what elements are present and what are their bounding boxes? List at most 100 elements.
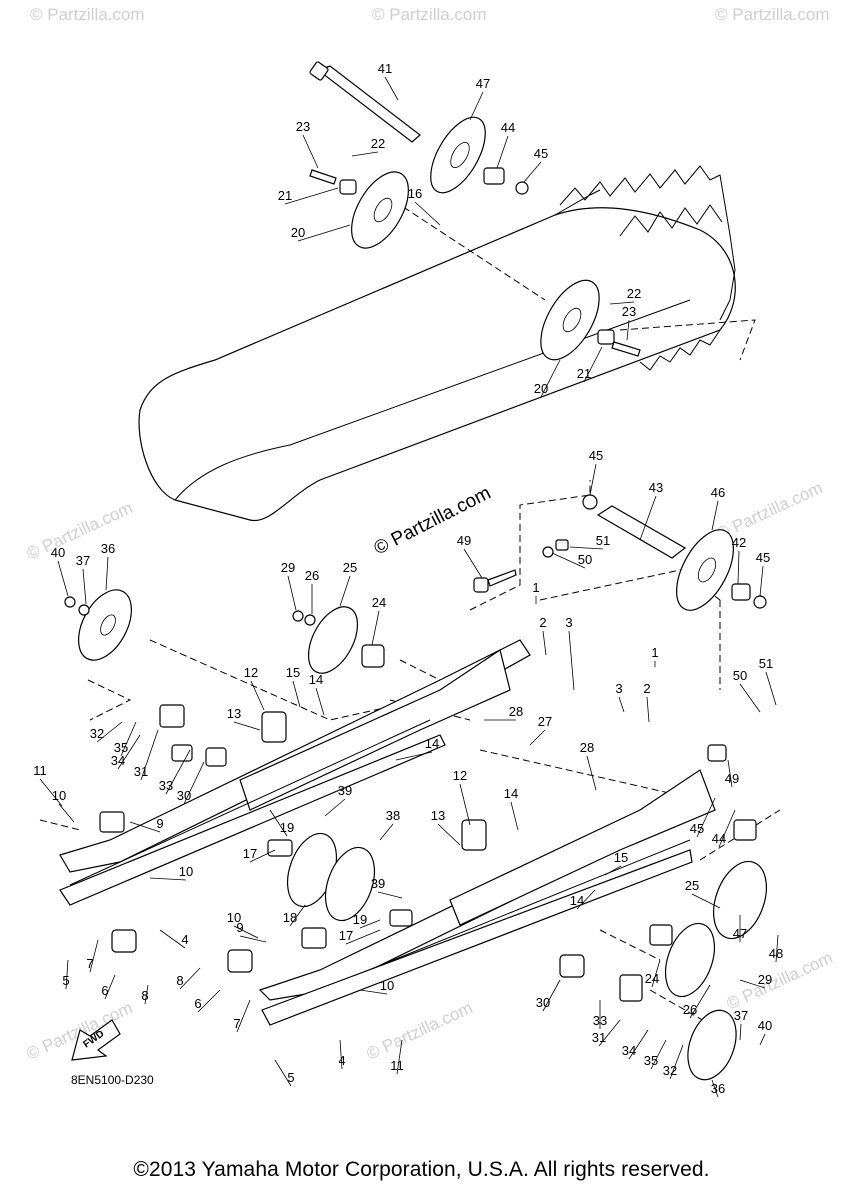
callout-label-49: 49 <box>725 771 739 786</box>
callout-leader <box>233 925 259 939</box>
callout-leader <box>236 999 251 1033</box>
callout-leader <box>583 346 603 383</box>
small-parts <box>64 589 767 1081</box>
callout-leader <box>759 1033 766 1046</box>
callout-leader <box>437 823 461 846</box>
callout-label-39: 39 <box>338 783 352 798</box>
callout-leader <box>598 1019 621 1047</box>
callout-label-12: 12 <box>453 768 467 783</box>
callout-leader <box>739 1023 742 1041</box>
callout-label-29: 29 <box>281 560 295 575</box>
callout-label-25: 25 <box>685 878 699 893</box>
callout-label-10: 10 <box>179 864 193 879</box>
callout-leader <box>604 865 622 876</box>
callout-label-10: 10 <box>52 788 66 803</box>
callout-leader <box>144 984 149 1005</box>
callout-label-8: 8 <box>176 973 183 988</box>
callout-leader <box>469 91 484 121</box>
callout-leader <box>339 575 351 607</box>
callout-label-46: 46 <box>711 485 725 500</box>
callout-leader <box>696 797 716 838</box>
callout-leader <box>639 495 657 541</box>
callout-label-45: 45 <box>690 821 704 836</box>
callout-label-11: 11 <box>390 1058 404 1073</box>
rear-axle-group <box>473 494 767 611</box>
callout-label-4: 4 <box>338 1053 345 1068</box>
callout-label-21: 21 <box>577 366 591 381</box>
callout-leader <box>529 729 546 746</box>
callout-leader <box>377 891 403 899</box>
callout-leader <box>197 989 221 1013</box>
callout-label-33: 33 <box>159 778 173 793</box>
callout-label-2: 2 <box>643 681 650 696</box>
callout-label-30: 30 <box>536 995 550 1010</box>
callout-leader <box>609 301 635 305</box>
callout-leader <box>463 548 483 579</box>
callout-leader <box>117 734 141 770</box>
callout-leader <box>292 680 301 708</box>
callout-leader <box>618 696 625 713</box>
callout-leader <box>711 500 719 531</box>
callout-label-12: 12 <box>244 665 258 680</box>
callout-label-23: 23 <box>622 304 636 319</box>
track-belt <box>138 165 736 522</box>
callout-leader <box>120 721 137 757</box>
callout-label-14: 14 <box>504 786 518 801</box>
callout-label-13: 13 <box>431 808 445 823</box>
callout-leader <box>165 749 191 795</box>
callout-label-2: 2 <box>539 615 546 630</box>
callout-label-25: 25 <box>343 560 357 575</box>
callout-leader <box>345 929 381 945</box>
callout-leader <box>104 974 116 1000</box>
callout-leader <box>759 565 764 597</box>
fwd-arrow: FWD <box>71 1019 121 1061</box>
callout-leader <box>727 759 733 788</box>
callout-leader <box>765 671 777 706</box>
callout-label-6: 6 <box>194 996 201 1011</box>
callout-label-37: 37 <box>76 553 90 568</box>
callout-leader <box>249 849 276 863</box>
callout-leader <box>315 687 325 716</box>
callout-label-43: 43 <box>649 480 663 495</box>
callout-leader <box>775 934 779 963</box>
callout-label-11: 11 <box>33 763 47 778</box>
callout-label-14: 14 <box>309 672 323 687</box>
callout-label-14: 14 <box>570 893 584 908</box>
callout-label-14: 14 <box>425 736 439 751</box>
callout-leader <box>650 1039 667 1070</box>
callout-leader <box>739 683 761 713</box>
callout-label-20: 20 <box>291 225 305 240</box>
callout-label-3: 3 <box>565 615 572 630</box>
callout-leader <box>58 803 75 823</box>
callout-leader <box>626 319 630 341</box>
callout-label-13: 13 <box>227 706 241 721</box>
callout-label-32: 32 <box>663 1063 677 1078</box>
callout-leader <box>737 550 740 585</box>
callout-label-42: 42 <box>732 535 746 550</box>
callout-label-28: 28 <box>509 704 523 719</box>
callout-leader <box>542 630 547 656</box>
callout-leader <box>576 889 596 910</box>
callout-leader <box>140 729 159 781</box>
callout-label-35: 35 <box>114 740 128 755</box>
callout-label-19: 19 <box>353 912 367 927</box>
callout-leader <box>359 919 381 929</box>
callout-leader <box>302 134 319 169</box>
callout-leader <box>739 979 766 989</box>
callout-label-10: 10 <box>380 978 394 993</box>
callout-label-19: 19 <box>280 820 294 835</box>
watermark-topcenter: © Partzilla.com <box>372 5 487 24</box>
callout-label-45: 45 <box>756 550 770 565</box>
callout-leader <box>459 783 471 826</box>
callout-label-7: 7 <box>86 956 93 971</box>
callout-label-44: 44 <box>501 120 515 135</box>
callout-label-40: 40 <box>758 1018 772 1033</box>
callout-label-37: 37 <box>734 1008 748 1023</box>
callout-leader <box>287 575 297 611</box>
callout-label-51: 51 <box>596 533 610 548</box>
callout-leader <box>542 979 561 1012</box>
callout-label-8: 8 <box>141 988 148 1003</box>
callout-leader <box>689 984 711 1019</box>
